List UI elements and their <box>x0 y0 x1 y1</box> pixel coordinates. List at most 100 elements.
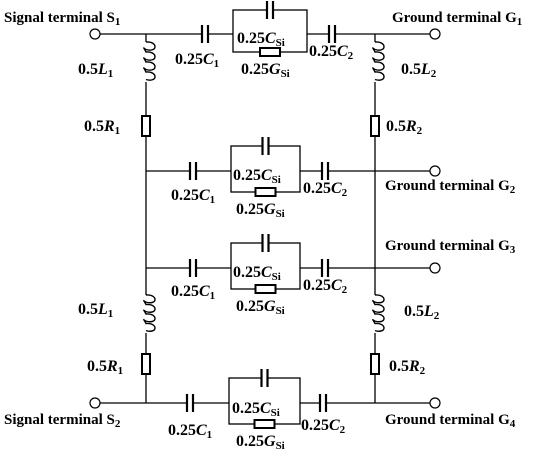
inductor-l1-upper <box>143 41 156 81</box>
label-csi-top-coeff: 0.25 <box>237 30 265 47</box>
label-csi-bot-coeff: 0.25 <box>232 400 260 417</box>
label-ground-g4-sub: 4 <box>510 418 516 430</box>
resistor-r2-upper <box>370 115 380 137</box>
label-r2-lower-symbol: R <box>408 358 420 375</box>
label-ground-g3-sub: 3 <box>510 244 516 256</box>
label-c1-bot-symbol: C <box>196 422 207 439</box>
label-c2-bot-sub: 2 <box>340 424 346 436</box>
label-c1-row2: 0.25C1 <box>171 187 215 206</box>
label-c1-top-coeff: 0.25 <box>175 51 203 68</box>
res-gsi-row2 <box>254 187 277 197</box>
label-r1-upper-sub: 1 <box>115 125 121 137</box>
label-l2-lower-symbol: L <box>423 303 434 320</box>
cap-c1-row3-gap <box>190 258 196 278</box>
label-c1-row2-coeff: 0.25 <box>171 187 199 204</box>
label-c2-row3-coeff: 0.25 <box>303 277 331 294</box>
cap-c2-row2-gap <box>322 161 328 181</box>
cap-csi-bot-gap <box>261 368 268 388</box>
label-r1-upper-symbol: R <box>103 118 115 135</box>
terminal-g3 <box>429 262 441 274</box>
label-c2-top-coeff: 0.25 <box>309 43 337 60</box>
label-gsi-row3-coeff: 0.25 <box>236 298 264 315</box>
label-c1-bot-coeff: 0.25 <box>168 422 196 439</box>
label-r2-lower-sub: 2 <box>420 365 426 377</box>
cap-c1-top-gap <box>202 24 208 44</box>
label-l2-lower-coeff: 0.5 <box>404 303 424 320</box>
label-csi-row3-symbol: C <box>261 264 272 281</box>
inductor-l2-lower <box>372 294 385 332</box>
cap-c2-bot <box>318 393 328 413</box>
label-csi-row3-sub: Si <box>272 271 281 283</box>
label-csi-row2-symbol: C <box>261 167 272 184</box>
label-c1-row2-symbol: C <box>199 187 210 204</box>
cap-csi-top-gap <box>267 0 273 20</box>
cap-c1-row3 <box>188 258 198 278</box>
terminal-g2 <box>429 165 441 177</box>
label-r1-lower: 0.5R1 <box>87 358 123 377</box>
label-gsi-bot-sub: Si <box>276 440 285 452</box>
label-gsi-top-sub: Si <box>281 68 290 80</box>
label-r2-upper-coeff: 0.5 <box>386 118 406 135</box>
label-r1-lower-symbol: R <box>106 358 118 375</box>
terminal-s1 <box>89 28 101 40</box>
label-l2-lower-sub: 2 <box>434 310 440 322</box>
label-r2-upper-symbol: R <box>405 118 417 135</box>
label-gsi-row2: 0.25GSi <box>236 201 285 220</box>
label-l1-lower-symbol: L <box>97 301 108 318</box>
label-ground-g1-sub: 1 <box>517 16 523 28</box>
label-gsi-bot-symbol: G <box>264 433 276 450</box>
label-c1-bot: 0.25C1 <box>168 422 212 441</box>
label-gsi-top-symbol: G <box>269 61 281 78</box>
label-signal-s2: Signal terminal S2 <box>4 412 121 430</box>
cap-c2-row3 <box>320 258 330 278</box>
label-l2-upper-coeff: 0.5 <box>401 61 421 78</box>
label-r1-lower-sub: 1 <box>118 365 124 377</box>
label-signal-s1: Signal terminal S1 <box>4 10 120 28</box>
label-l1-lower-sub: 1 <box>108 308 114 320</box>
resistor-r1-upper <box>141 115 151 137</box>
label-csi-row2-coeff: 0.25 <box>233 167 261 184</box>
components <box>89 0 441 429</box>
label-ground-g2-sub: 2 <box>510 184 516 196</box>
cap-c1-bot-gap <box>187 393 193 413</box>
label-c1-top-symbol: C <box>203 51 214 68</box>
label-csi-top-symbol: C <box>265 30 276 47</box>
label-signal-s1-text: Signal terminal S <box>4 10 115 26</box>
label-c2-bot-coeff: 0.25 <box>301 417 329 434</box>
label-c1-bot-sub: 1 <box>207 429 213 441</box>
label-r2-upper: 0.5R2 <box>386 118 423 137</box>
cap-csi-row2 <box>261 136 270 156</box>
label-c2-row3-sub: 2 <box>342 284 348 296</box>
label-ground-g4: Ground terminal G4 <box>385 412 516 430</box>
label-gsi-row2-coeff: 0.25 <box>236 201 264 218</box>
label-c2-row3-symbol: C <box>331 277 342 294</box>
label-c2-bot-symbol: C <box>329 417 340 434</box>
terminal-g1 <box>429 28 441 40</box>
label-csi-top-sub: Si <box>276 37 285 49</box>
label-c1-row3-sub: 1 <box>210 290 216 302</box>
label-csi-row2-sub: Si <box>272 174 281 186</box>
label-c2-row2-symbol: C <box>331 180 342 197</box>
label-csi-bot: 0.25CSi <box>232 400 280 419</box>
res-gsi-row3 <box>254 284 277 294</box>
cap-c2-bot-gap <box>320 393 326 413</box>
inductor-l2-upper <box>372 41 385 81</box>
label-c1-row3-coeff: 0.25 <box>171 283 199 300</box>
label-l2-upper-symbol: L <box>420 61 431 78</box>
label-c2-row2: 0.25C2 <box>303 180 348 199</box>
cap-csi-row3-gap <box>262 233 269 253</box>
cap-c1-row2 <box>188 161 198 181</box>
label-c1-top: 0.25C1 <box>175 51 219 70</box>
label-l1-lower-coeff: 0.5 <box>78 301 98 318</box>
cap-c2-row3-gap <box>322 258 328 278</box>
label-c1-row3-symbol: C <box>199 283 210 300</box>
terminal-g4 <box>429 397 441 409</box>
label-c2-top-sub: 2 <box>348 50 354 62</box>
label-c2-top-symbol: C <box>337 43 348 60</box>
label-gsi-row2-sub: Si <box>276 208 285 220</box>
cap-c1-bot <box>185 393 195 413</box>
label-ground-g1-text: Ground terminal G <box>392 10 517 26</box>
cap-c2-top-gap <box>329 24 335 44</box>
